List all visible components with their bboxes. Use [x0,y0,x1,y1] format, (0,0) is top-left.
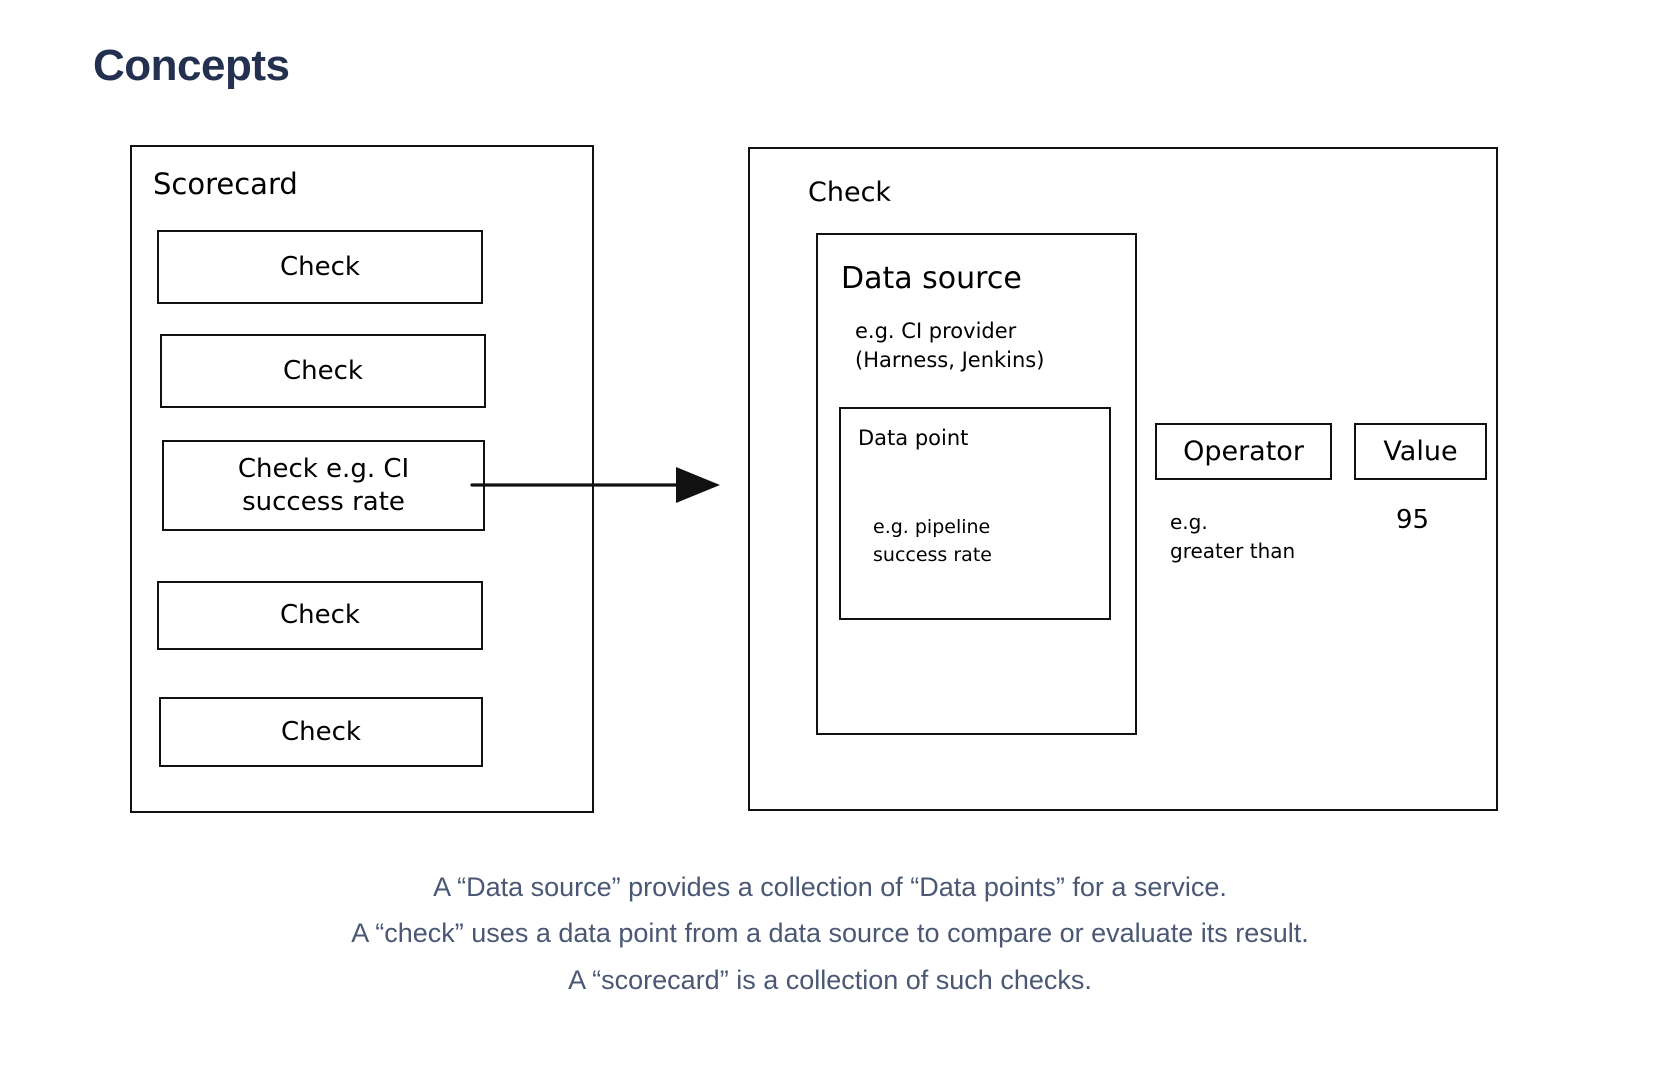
operator-example: e.g. greater than [1170,510,1296,563]
caption: A “Data source” provides a collection of… [0,864,1660,1003]
check-detail-title: Check [808,177,892,208]
check-item-label: Check [280,600,360,631]
value-label: Value [1383,436,1458,467]
arrow-right-icon [470,467,720,503]
check-item-label: Check [283,355,363,386]
scorecard-check-item-ci-success-rate[interactable]: Check e.g. CI success rate [162,440,485,531]
value-box[interactable]: Value [1354,423,1487,480]
scorecard-check-item[interactable]: Check [159,697,483,767]
check-item-label: Check [280,251,360,282]
caption-line-3: A “scorecard” is a collection of such ch… [568,964,1092,995]
data-source-container [816,233,1137,735]
scorecard-check-item[interactable]: Check [160,334,486,408]
data-source-title: Data source [841,261,1022,296]
data-point-title: Data point [858,426,969,450]
data-point-container [839,407,1111,620]
scorecard-check-item[interactable]: Check [157,230,483,304]
caption-line-1: A “Data source” provides a collection of… [433,872,1227,902]
scorecard-title: Scorecard [153,167,298,201]
data-source-example: e.g. CI provider (Harness, Jenkins) [855,319,1045,372]
operator-label: Operator [1183,436,1304,467]
page-title: Concepts [93,41,290,91]
scorecard-container [130,145,594,813]
operator-box[interactable]: Operator [1155,423,1332,480]
check-item-label: Check e.g. CI success rate [237,454,410,517]
check-item-label: Check [281,716,361,747]
value-number: 95 [1396,505,1430,535]
scorecard-check-item[interactable]: Check [157,581,483,650]
caption-line-2: A “check” uses a data point from a data … [351,918,1309,949]
data-point-example: e.g. pipeline success rate [873,516,992,566]
check-detail-panel [748,147,1498,811]
